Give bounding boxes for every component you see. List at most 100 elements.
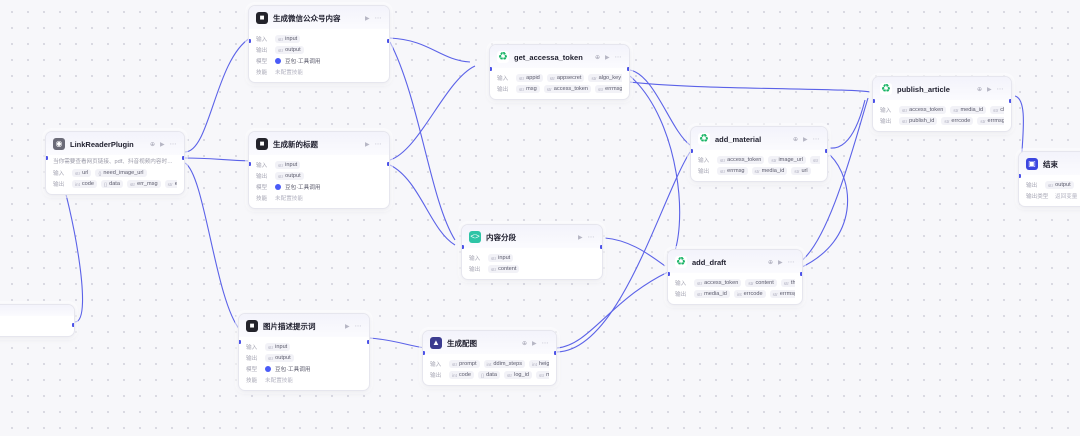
run-node-icon[interactable]: ▶ [802,136,808,143]
port-tag[interactable]: strerror_c... [164,180,177,189]
node-header[interactable]: ♻ add_material ⊕ ▶ ⋯ [691,127,827,150]
input-port[interactable] [691,149,693,153]
port-tag[interactable]: strchannel [810,156,820,164]
output-port[interactable] [800,272,802,276]
input-port[interactable] [873,99,875,103]
node-header[interactable] [0,305,74,316]
node-menu-icon[interactable]: ⋯ [374,141,382,148]
run-node-icon[interactable]: ▶ [777,259,783,266]
input-port[interactable] [462,245,464,249]
output-port[interactable] [387,162,389,166]
node-header[interactable]: ■ 生成微信公众号内容 ▶ ⋯ [249,6,389,29]
output-port[interactable] [600,245,602,249]
run-node-icon[interactable]: ▶ [364,141,370,148]
port-tag[interactable]: intheight [529,360,549,368]
input-port[interactable] [1019,174,1021,178]
node-header[interactable]: ◉ LinkReaderPlugin ⊕ ▶ ⋯ [46,132,184,155]
node-header[interactable]: ■ 图片描述提示词 ▶ ⋯ [239,314,369,337]
input-port[interactable] [249,39,251,43]
node-menu-icon[interactable]: ⋯ [374,15,382,22]
port-tag[interactable]: {}need_image_url [95,169,147,178]
node-header[interactable]: ▲ 生成配图 ⊕ ▶ ⋯ [423,331,556,354]
port-tag[interactable]: strchannel [990,106,1004,114]
run-node-icon[interactable]: ▶ [604,54,610,61]
port-tag[interactable]: {}data [478,371,500,379]
node-header[interactable]: ■ 生成新的标题 ▶ ⋯ [249,132,389,155]
node-header[interactable]: ♻ add_draft ⊕ ▶ ⋯ [668,250,802,273]
run-node-icon[interactable]: ▶ [577,234,583,241]
node-menu-icon[interactable]: ⋯ [587,234,595,241]
node-header[interactable]: ▣ 结束 [1019,152,1080,175]
run-node-icon[interactable]: ▶ [159,141,165,148]
run-node-icon[interactable]: ▶ [344,323,350,330]
input-port[interactable] [423,351,425,355]
run-node-icon[interactable]: ▶ [531,340,537,347]
run-node-icon[interactable]: ▶ [986,86,992,93]
output-port[interactable] [387,39,389,43]
input-port[interactable] [46,156,48,160]
input-port[interactable] [239,340,241,344]
node-header[interactable]: ♻ get_accessa_token ⊕ ▶ ⋯ [490,45,629,68]
input-port[interactable] [668,272,670,276]
node-menu-icon[interactable]: ⋯ [812,136,820,143]
output-port[interactable] [72,323,74,327]
node-header[interactable]: ♻ publish_article ⊕ ▶ ⋯ [873,77,1011,100]
node-menu-icon[interactable]: ⋯ [541,340,549,347]
output-port[interactable] [182,156,184,160]
input-port[interactable] [249,162,251,166]
input-port[interactable] [490,67,492,71]
output-port[interactable] [825,149,827,153]
node-menu-icon[interactable]: ⋯ [169,141,177,148]
node-menu-icon[interactable]: ⋯ [787,259,795,266]
node-header[interactable]: <> 内容分段 ▶ ⋯ [462,225,602,248]
node-menu-icon[interactable]: ⋯ [996,86,1004,93]
output-port[interactable] [554,351,556,355]
output-port[interactable] [1009,99,1011,103]
